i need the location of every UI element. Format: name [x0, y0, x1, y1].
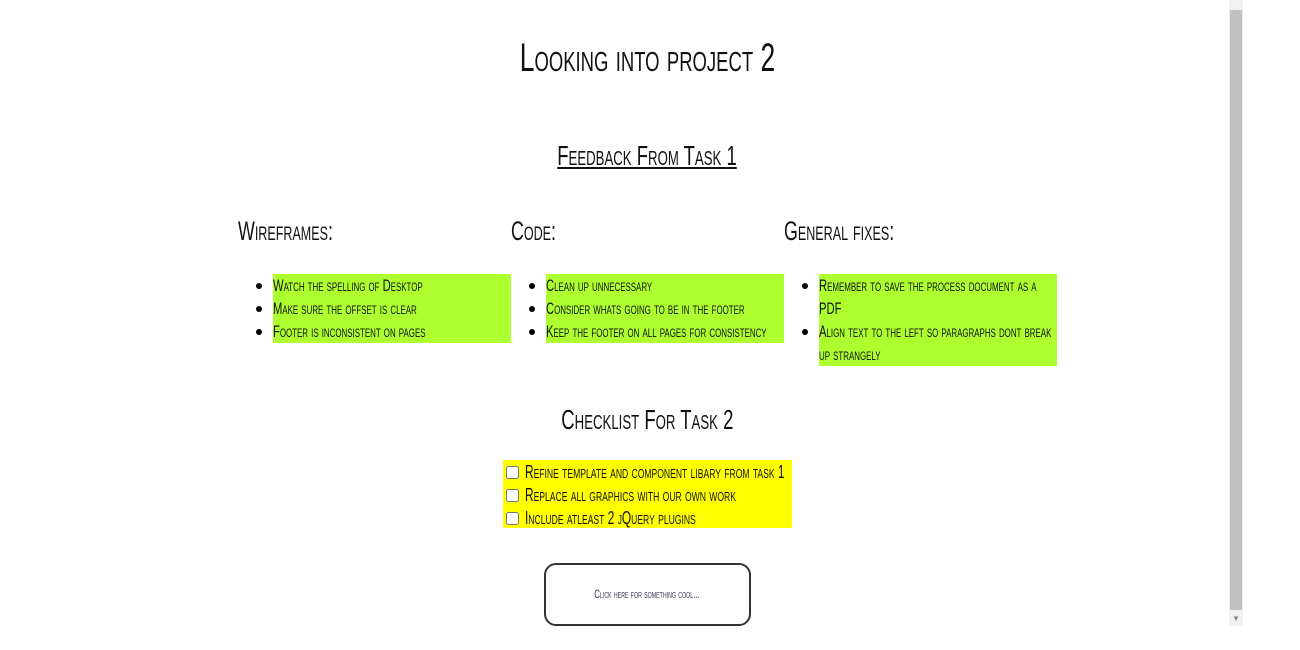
list-item: Clean up unnecessary [529, 274, 784, 297]
scrollbar-thumb[interactable] [1230, 10, 1242, 610]
column-heading: General fixes: [784, 216, 895, 246]
code-column: Code: Clean up unnecessary Consider what… [511, 216, 784, 343]
list-item: Keep the footer on all pages for consist… [529, 320, 784, 343]
list-item: Consider whats going to be in the footer [529, 297, 784, 320]
vertical-scrollbar[interactable]: ▼ [1229, 0, 1243, 626]
list-item: Make sure the offset is clear [256, 297, 511, 320]
scroll-down-arrow-icon[interactable]: ▼ [1232, 614, 1240, 623]
checklist-item[interactable]: Refine template and component libary fro… [503, 461, 792, 484]
checkbox[interactable] [506, 466, 519, 479]
checklist-item[interactable]: Replace all graphics with our own work [503, 484, 792, 507]
feedback-heading: Feedback From Task 1 [557, 140, 737, 171]
feedback-list: Remember to save the process document as… [802, 274, 1057, 366]
list-item: Remember to save the process document as… [802, 274, 1057, 320]
wireframes-column: Wireframes: Watch the spelling of Deskto… [238, 216, 511, 343]
column-heading: Wireframes: [238, 216, 333, 246]
checklist-heading: Checklist For Task 2 [560, 404, 734, 435]
checklist: Refine template and component libary fro… [503, 460, 792, 528]
checkbox[interactable] [506, 512, 519, 525]
list-item: Footer is inconsistent on pages [256, 320, 511, 343]
page-title: Looking into project 2 [519, 36, 775, 80]
something-cool-button[interactable]: Click here for something cool... [544, 563, 751, 626]
list-item: Align text to the left so paragraphs don… [802, 320, 1057, 366]
page: Looking into project 2 Feedback From Tas… [238, 36, 1057, 626]
feedback-list: Clean up unnecessary Consider whats goin… [529, 274, 784, 343]
feedback-list: Watch the spelling of Desktop Make sure … [256, 274, 511, 343]
checkbox[interactable] [506, 489, 519, 502]
list-item: Watch the spelling of Desktop [256, 274, 511, 297]
column-heading: Code: [511, 216, 557, 246]
checklist-item[interactable]: Include atleast 2 jQuery plugins [503, 507, 792, 530]
general-fixes-column: General fixes: Remember to save the proc… [784, 216, 1057, 366]
